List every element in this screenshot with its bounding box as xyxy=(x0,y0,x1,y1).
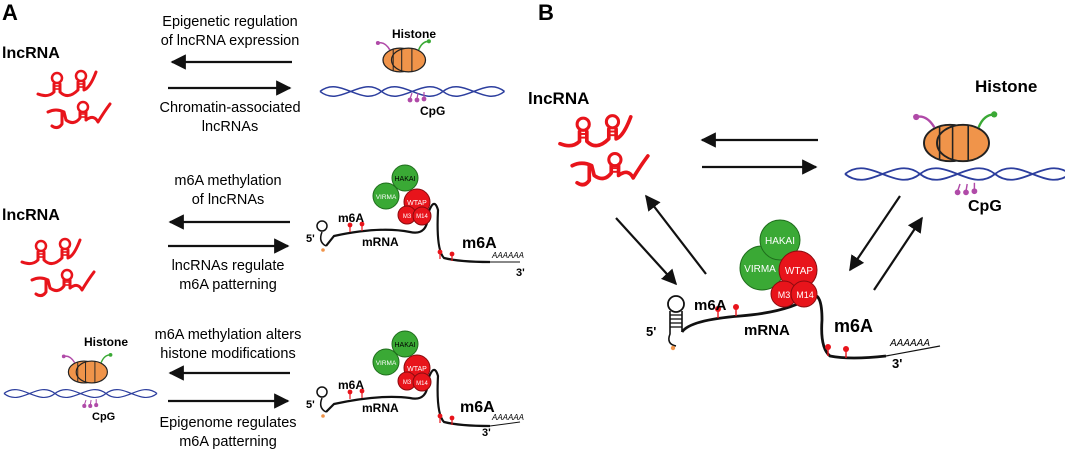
row2-mrna-label: mRNA xyxy=(362,235,399,249)
b-mrna-diagram xyxy=(667,294,941,360)
row2-m6a-large: m6A xyxy=(462,235,497,252)
b-chromatin xyxy=(844,167,1065,181)
row2-five-prime: 5' xyxy=(306,233,315,245)
row3-m3-label: M3 xyxy=(403,380,412,386)
row1-bottom-text-2: lncRNAs xyxy=(202,119,258,135)
b-mrna-label: mRNA xyxy=(744,322,790,339)
b-three-prime: 3' xyxy=(892,356,902,371)
row2-lncrna-icon xyxy=(20,237,96,298)
row1-bottom-text-1: Chromatin-associated xyxy=(159,100,300,116)
row3-cpg-label: CpG xyxy=(92,411,115,423)
b-m14-label: M14 xyxy=(796,290,814,300)
b-m6a-small: m6A xyxy=(694,297,727,314)
row2-top-text-2: of lncRNAs xyxy=(192,192,265,208)
row1-top-text-2: of lncRNA expression xyxy=(161,33,300,49)
row3-m6a-small: m6A xyxy=(338,378,364,392)
row2-m14-label: M14 xyxy=(416,214,428,220)
row1-lncrna-icon xyxy=(36,69,112,130)
b-histone-icon xyxy=(911,110,999,163)
row2-polya: AAAAAA xyxy=(491,251,524,260)
row3-wtap-label: WTAP xyxy=(407,366,427,373)
row3-bottom-text-1: Epigenome regulates xyxy=(159,415,296,431)
row3-m6a-large: m6A xyxy=(460,399,495,416)
row1-chromatin xyxy=(319,86,506,97)
row2-m3-label: M3 xyxy=(403,214,412,220)
b-cpg-label: CpG xyxy=(968,198,1002,215)
row3-hakai-label: HAKAI xyxy=(394,342,415,349)
b-cpg-marks xyxy=(953,182,979,196)
row3-polya: AAAAAA xyxy=(491,413,524,422)
row3-histone-label: Histone xyxy=(84,335,128,349)
row3-bottom-text-2: m6A patterning xyxy=(179,434,277,450)
row3-m14-label: M14 xyxy=(416,381,428,387)
row1-histone-icon xyxy=(375,38,432,73)
row2-lncrna-label: lncRNA xyxy=(2,207,60,224)
row3-three-prime: 3' xyxy=(482,427,491,439)
row2-mrna-diagram xyxy=(316,202,520,264)
row1-top-text-1: Epigenetic regulation xyxy=(162,14,297,30)
b-m3-label: M3 xyxy=(778,290,791,300)
row2-hakai-label: HAKAI xyxy=(394,176,415,183)
row2-writer-complex xyxy=(372,164,432,226)
row3-cpg-marks xyxy=(81,398,99,409)
b-arrow-lncrna-to-mrna xyxy=(615,217,678,286)
row3-top-text-1: m6A methylation alters xyxy=(155,327,302,343)
row1-histone-label: Histone xyxy=(392,27,436,41)
row2-wtap-label: WTAP xyxy=(407,200,427,207)
panel-letter-b: B xyxy=(538,0,554,25)
row2-virma-label: VIRMA xyxy=(376,194,397,201)
row2-top-text-1: m6A methylation xyxy=(174,173,281,189)
b-arrow-mrna-to-chromatin xyxy=(873,216,923,291)
row3-top-text-2: histone modifications xyxy=(160,346,295,362)
row3-virma-label: VIRMA xyxy=(376,360,397,367)
row3-mrna-diagram xyxy=(316,368,521,428)
row3-histone-icon xyxy=(61,352,114,384)
b-virma-label: VIRMA xyxy=(744,264,776,275)
b-histone-label: Histone xyxy=(975,77,1037,96)
row2-m6a-small: m6A xyxy=(338,211,364,225)
row3-mrna-label: mRNA xyxy=(362,401,399,415)
b-polya: AAAAAA xyxy=(889,338,930,349)
row1-cpg-label: CpG xyxy=(420,104,445,118)
row3-writer-complex xyxy=(372,330,432,392)
b-five-prime: 5' xyxy=(646,324,656,339)
b-arrow-chromatin-to-mrna xyxy=(849,195,901,272)
b-wtap-label: WTAP xyxy=(785,266,813,277)
row2-bottom-text-2: m6A patterning xyxy=(179,277,277,293)
b-hakai-label: HAKAI xyxy=(765,236,795,247)
b-lncrna-icon xyxy=(558,113,650,187)
b-lncrna-label: lncRNA xyxy=(528,89,589,108)
b-writer-complex xyxy=(739,219,818,308)
panel-letter-a: A xyxy=(2,0,18,25)
row2-bottom-text-1: lncRNAs regulate xyxy=(172,258,285,274)
row3-five-prime: 5' xyxy=(306,399,315,411)
row2-three-prime: 3' xyxy=(516,267,525,279)
row3-chromatin xyxy=(3,388,158,399)
row1-lncrna-label: lncRNA xyxy=(2,45,60,62)
b-arrow-mrna-to-lncrna xyxy=(645,194,707,275)
b-m6a-large: m6A xyxy=(834,316,873,336)
